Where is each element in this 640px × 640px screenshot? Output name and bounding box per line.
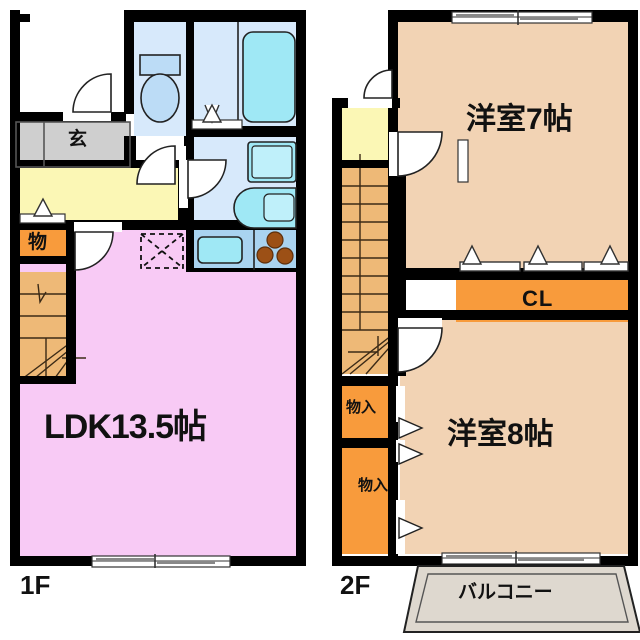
window-bath-1f bbox=[191, 103, 243, 130]
door-toilet bbox=[136, 136, 184, 185]
door-ldk bbox=[74, 222, 122, 271]
floor-1-group bbox=[10, 10, 306, 568]
storage-2f-lower-fill bbox=[342, 448, 396, 554]
stairs-1f-treads bbox=[17, 283, 86, 383]
window-room7-left bbox=[457, 139, 469, 183]
stairs-2f-treads bbox=[341, 154, 397, 375]
gas-burners-icon bbox=[256, 231, 294, 265]
door-washroom bbox=[179, 159, 227, 208]
bathtub-icon bbox=[237, 22, 296, 126]
toilet-fixture-icon bbox=[139, 54, 181, 123]
washer-space-icon bbox=[140, 233, 184, 269]
room-label-genkan: 玄 bbox=[68, 129, 88, 150]
room8-fill bbox=[400, 318, 628, 554]
door-hall-2f-top bbox=[348, 69, 393, 108]
genkan-step-fill bbox=[16, 122, 46, 167]
room-label-balcony: バルコニー bbox=[458, 582, 553, 603]
room-label-storage-1f: 物 bbox=[28, 232, 48, 253]
floor-2-group bbox=[332, 10, 640, 633]
room-label-storage-2f-upper: 物入 bbox=[346, 399, 377, 416]
window-room7-north bbox=[451, 10, 593, 25]
wash-basin-icon bbox=[233, 187, 297, 229]
room-label-storage-2f-lower: 物入 bbox=[358, 477, 389, 494]
door-entrance bbox=[63, 73, 112, 121]
door-room8 bbox=[397, 318, 443, 373]
vanity-icon bbox=[247, 141, 297, 183]
window-room7-south bbox=[459, 244, 629, 272]
storage-2f-upper-fill bbox=[342, 386, 396, 438]
kitchen-sink-icon bbox=[197, 236, 243, 264]
floor-label-2f: 2F bbox=[340, 570, 371, 600]
room-label-cl: CL bbox=[522, 286, 554, 311]
window-ldk-south bbox=[91, 554, 231, 568]
storage-1f-fill bbox=[18, 228, 74, 258]
window-hallway-1f bbox=[19, 197, 66, 224]
door-room7 bbox=[389, 131, 443, 177]
balcony-shape bbox=[402, 565, 640, 633]
floor-label-1f: 1F bbox=[20, 570, 51, 600]
storage-door-arrows bbox=[396, 386, 424, 554]
window-room8-south bbox=[441, 551, 601, 566]
room-label-western-7: 洋室7帖 bbox=[466, 103, 573, 136]
room-label-ldk: LDK13.5帖 bbox=[44, 408, 207, 446]
room-label-western-8: 洋室8帖 bbox=[447, 418, 554, 451]
